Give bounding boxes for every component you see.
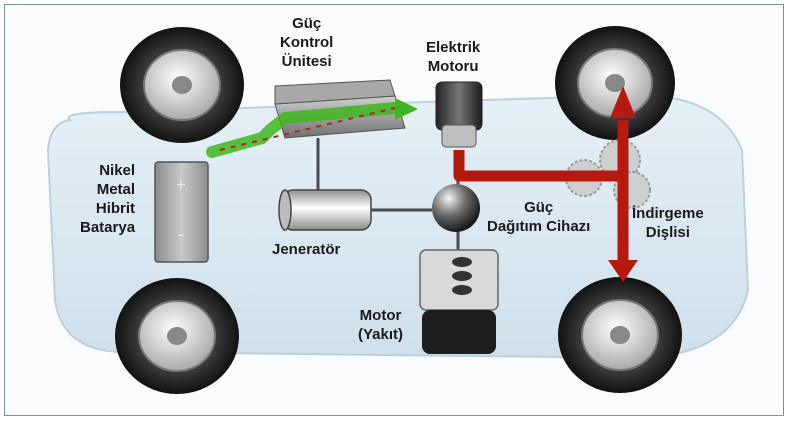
- red-arrow-head-down: [608, 260, 638, 282]
- wheel-front-right: [555, 26, 675, 140]
- wheel-front-left: [120, 27, 244, 143]
- electric-motor: [435, 81, 483, 148]
- power-split-device: [432, 184, 480, 232]
- battery-plus-sign: +: [176, 177, 185, 194]
- wheel-rear-right: [558, 277, 682, 393]
- battery: + -: [154, 161, 209, 263]
- wheel-rear-left: [115, 278, 239, 394]
- engine: [419, 249, 499, 354]
- generator: [278, 189, 372, 231]
- label-engine: Motor(Yakıt): [358, 307, 404, 343]
- red-arrow-head-up: [610, 86, 636, 118]
- car-body: [46, 93, 750, 360]
- green-flow-arrow: [206, 98, 418, 158]
- red-flow-arrow: [453, 120, 629, 262]
- battery-minus-sign: -: [178, 224, 184, 244]
- label-generator: Jeneratör: [272, 241, 341, 258]
